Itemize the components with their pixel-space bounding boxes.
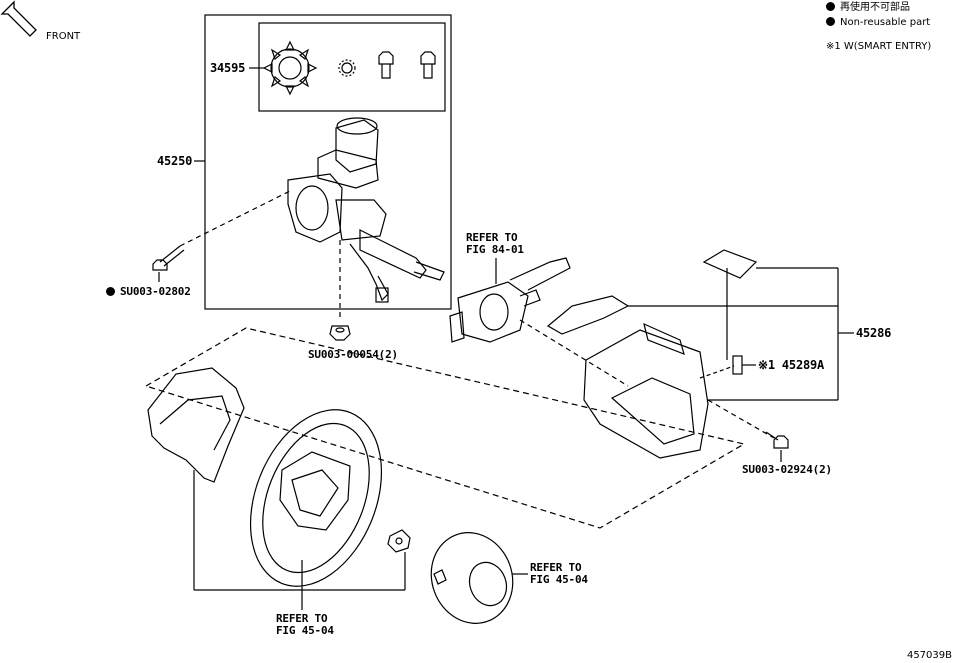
legend-text-2: Non-reusable part bbox=[840, 17, 931, 28]
front-arrow-icon bbox=[0, 0, 37, 37]
bolt-icon-2 bbox=[420, 51, 436, 79]
kit-box bbox=[258, 22, 446, 112]
airbag-drawing bbox=[430, 532, 514, 624]
part-su003-02802-label: SU003-02802 bbox=[106, 286, 191, 298]
figure-id: 457039B bbox=[906, 650, 952, 661]
legend-line-3: ※1 W(SMART ENTRY) bbox=[826, 41, 932, 52]
part-45286-label: 45286 bbox=[856, 326, 892, 340]
combination-switch-drawing bbox=[449, 257, 571, 343]
steering-column-drawing bbox=[287, 117, 445, 303]
bolt-su003-02802-icon bbox=[152, 245, 185, 271]
bullet-icon bbox=[826, 17, 835, 26]
part-45289a-label: ※1 45289A bbox=[758, 358, 825, 372]
steering-wheel-drawing bbox=[249, 409, 383, 587]
bullet-icon bbox=[826, 2, 835, 11]
bolt-icon bbox=[378, 51, 394, 79]
nut-icon bbox=[387, 529, 411, 553]
small-gear-icon bbox=[338, 59, 356, 77]
part-34595-label: 34595 bbox=[210, 61, 246, 75]
gear-icon bbox=[262, 40, 318, 96]
part-45250-label: 45250 bbox=[157, 154, 193, 168]
nut-su003-00054-icon bbox=[329, 325, 351, 341]
screw-su003-02924-icon bbox=[765, 431, 789, 449]
part-su003-00054-label: SU003-00054(2) bbox=[308, 348, 398, 361]
column-cover-drawing bbox=[546, 295, 709, 459]
front-label: FRONT bbox=[46, 31, 81, 42]
wheel-lower-cover-drawing bbox=[147, 367, 245, 483]
clip-45289a-icon bbox=[732, 355, 743, 375]
cover-pad-drawing bbox=[702, 249, 758, 279]
legend-text-1: 再使用不可部品 bbox=[840, 2, 910, 13]
legend-line-2: Non-reusable part bbox=[826, 17, 930, 29]
part-su003-02924-label: SU003-02924(2) bbox=[742, 463, 832, 476]
column-assembly-box bbox=[204, 14, 452, 310]
legend-line-1: 再使用不可部品 bbox=[826, 2, 910, 14]
non-reusable-icon bbox=[106, 287, 115, 296]
